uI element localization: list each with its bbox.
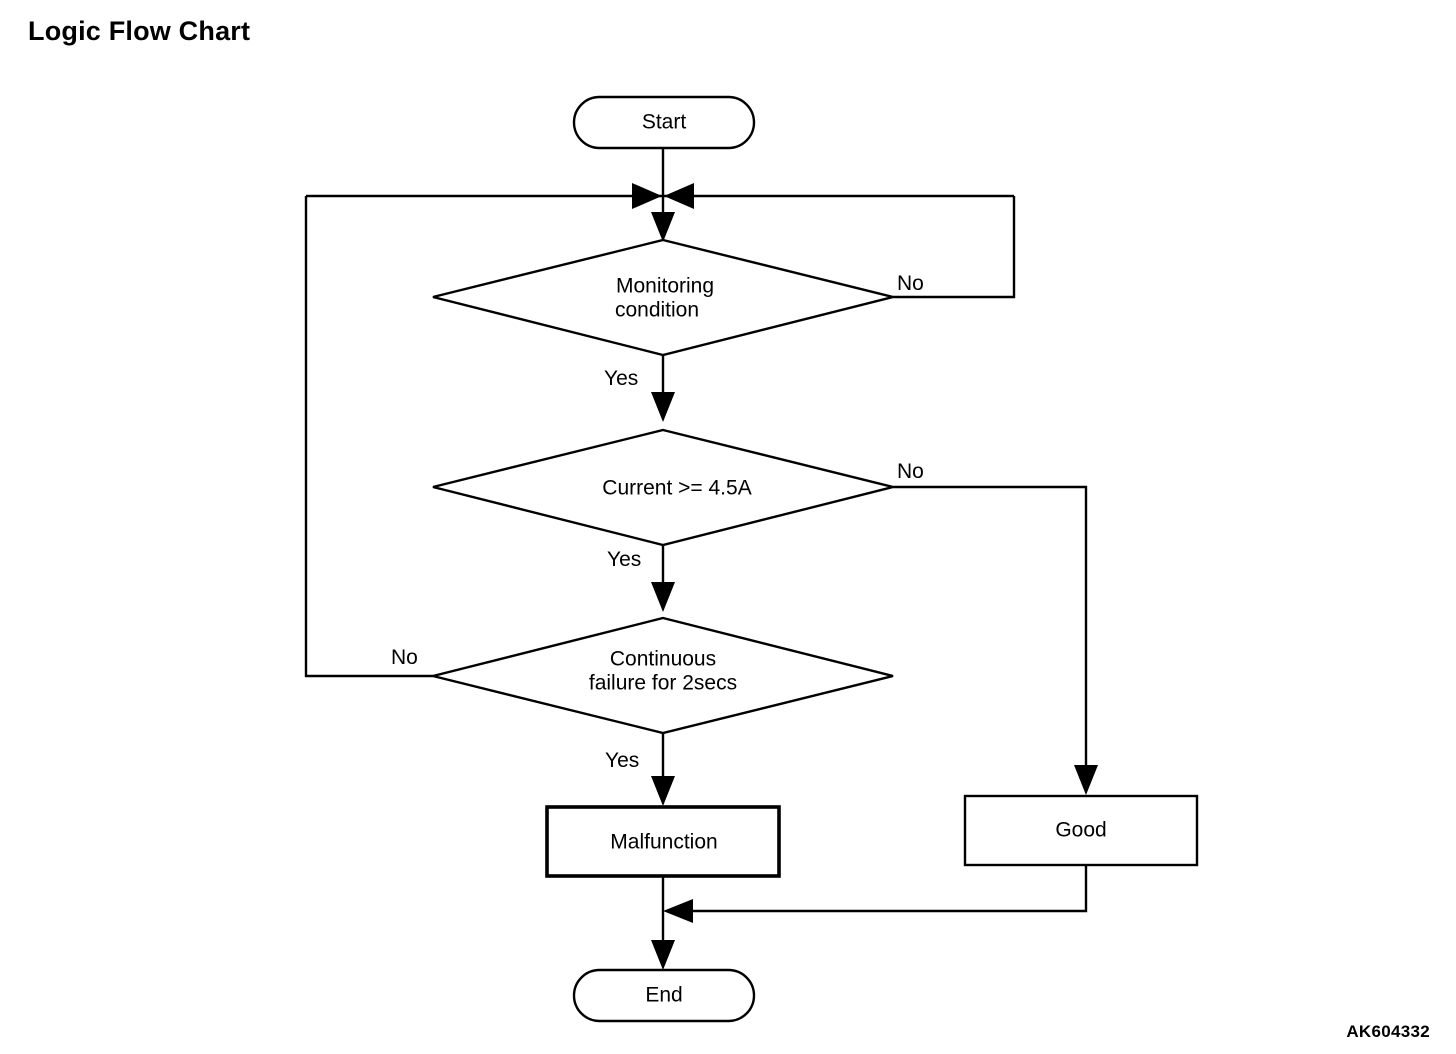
- monitoring-condition-shape: [432, 238, 894, 357]
- node-malfunction[interactable]: Malfunction: [545, 805, 781, 878]
- arrowhead-good-merge: [663, 899, 693, 923]
- connector-monitoring-no-path: [893, 196, 1016, 299]
- arrowhead-loopback-from-left: [632, 183, 662, 209]
- good-shape: [963, 794, 1199, 867]
- connector-good-to-merge: [676, 866, 1088, 913]
- node-continuous-failure[interactable]: Continuous failure for 2secs: [432, 616, 894, 735]
- edge-label-monitoring-yes: Yes: [604, 367, 638, 390]
- page-title: Logic Flow Chart: [28, 16, 251, 46]
- current-threshold-shape: [432, 428, 894, 547]
- continuous-failure-shape: [432, 616, 894, 735]
- node-current-threshold[interactable]: Current >= 4.5A: [432, 428, 894, 547]
- edge-label-current-yes: Yes: [607, 548, 641, 571]
- good-label: Good: [1055, 819, 1106, 842]
- end-label: End: [645, 984, 682, 1007]
- arrowhead-into-current: [651, 392, 675, 422]
- start-shape: [572, 95, 756, 150]
- current-threshold-label: Current >= 4.5A: [602, 477, 751, 500]
- arrowhead-into-monitoring: [651, 212, 675, 242]
- node-end[interactable]: End: [572, 968, 756, 1023]
- connector-continuous-no-path: [304, 196, 433, 678]
- edge-label-current-no: No: [897, 460, 924, 483]
- malfunction-shape: [545, 805, 781, 878]
- node-good[interactable]: Good: [963, 794, 1199, 867]
- node-monitoring-condition[interactable]: Monitoring condition: [432, 238, 894, 357]
- node-start[interactable]: Start: [572, 95, 756, 150]
- connector-current-no-path: [893, 485, 1088, 783]
- monitoring-condition-label-line2: condition: [615, 299, 699, 322]
- arrowhead-into-malfunction: [651, 776, 675, 806]
- continuous-failure-label-line1: Continuous: [610, 648, 716, 671]
- continuous-failure-label-line2: failure for 2secs: [589, 672, 737, 695]
- edge-label-monitoring-no: No: [897, 272, 924, 295]
- arrowhead-into-good: [1074, 765, 1098, 795]
- monitoring-condition-label-line1: Monitoring: [616, 275, 714, 298]
- arrowhead-into-end: [651, 940, 675, 970]
- edge-label-continuous-yes: Yes: [605, 749, 639, 772]
- edge-label-continuous-no: No: [391, 646, 418, 669]
- arrowhead-into-continuous: [651, 582, 675, 612]
- arrowhead-loopback-from-right: [664, 183, 694, 209]
- malfunction-label: Malfunction: [610, 831, 717, 854]
- end-shape: [572, 968, 756, 1023]
- figure-reference-code: AK604332: [1346, 1022, 1430, 1041]
- start-label: Start: [642, 111, 687, 134]
